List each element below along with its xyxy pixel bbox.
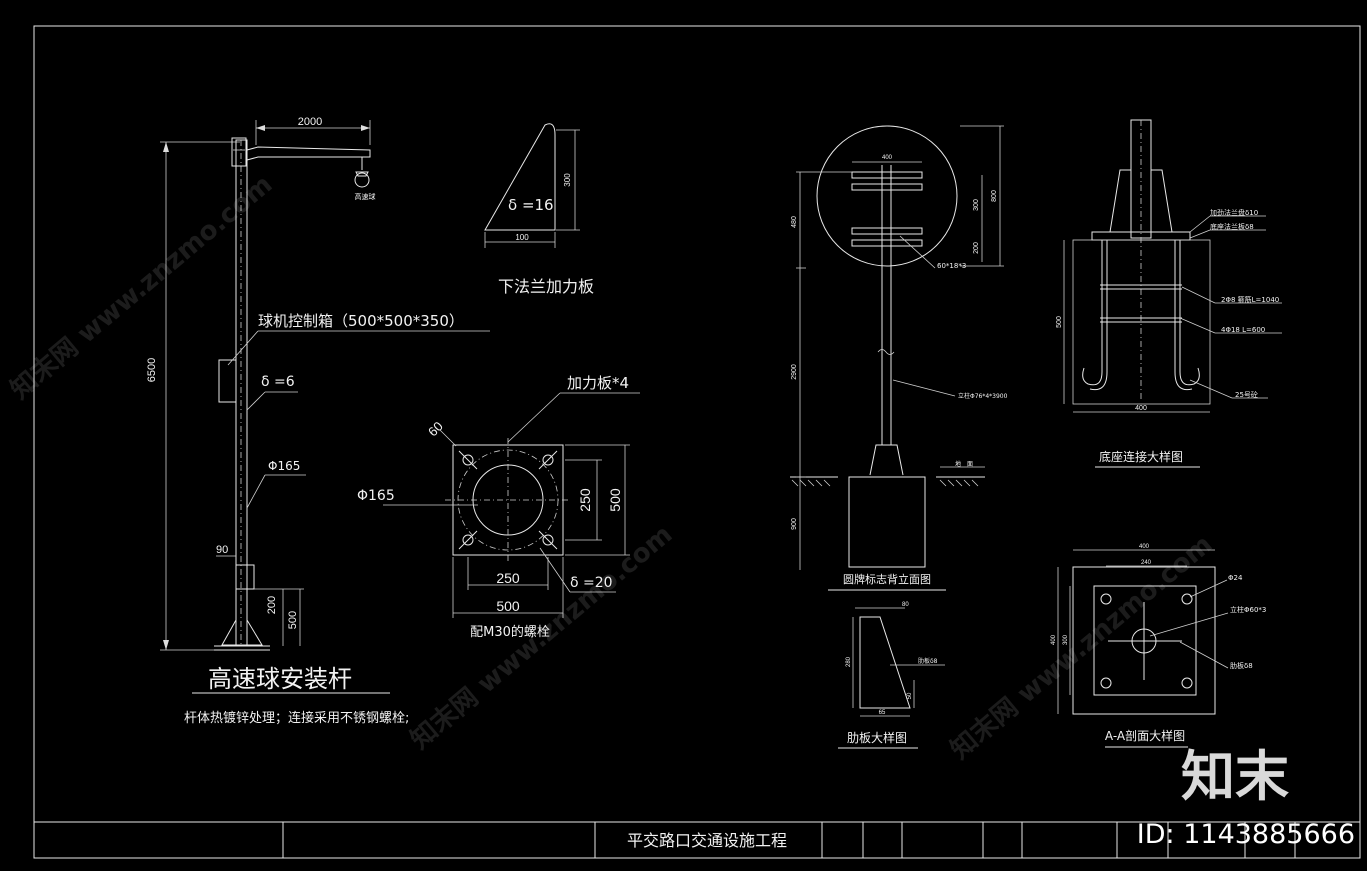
rib-detail-dim-bottom: 65 <box>879 710 886 716</box>
section-dim-400: 400 <box>1139 544 1150 550</box>
pole-title: 高速球安装杆 <box>208 665 352 693</box>
rib-title: 下法兰加力板 <box>498 277 594 296</box>
flange-diameter: Φ165 <box>357 488 395 504</box>
pole-thickness: δ =6 <box>261 374 295 390</box>
section-dim-v300: 300 <box>1063 634 1069 645</box>
dim-arm: 2000 <box>298 116 322 128</box>
section-rib-note: 肋板δ8 <box>1230 661 1253 670</box>
flange-dim-500-v: 500 <box>607 488 623 512</box>
rib-detail-dim-top: 80 <box>902 602 909 608</box>
sign-dim-2900: 2900 <box>791 364 798 380</box>
ground-label: 地 面 <box>955 460 973 468</box>
rib-plate: δ =16 300 100 下法兰加力板 <box>484 123 594 296</box>
flange-thickness: δ =20 <box>570 575 613 591</box>
pole-diameter: Φ165 <box>268 459 300 473</box>
dim-total-height: 6500 <box>146 358 158 382</box>
section-title: A-A剖面大样图 <box>1105 728 1185 743</box>
flange-plate-note: 加劲法兰盘δ10 <box>1210 208 1258 217</box>
pole-elevation: 6500 高速球 2000 球机控制箱（500*500*350） δ =6 <box>146 116 490 726</box>
dim-200: 200 <box>266 596 278 614</box>
section-dim-v400: 400 <box>1051 634 1057 645</box>
drawing-frame <box>33 25 1361 859</box>
section-aa-detail: 400 240 400 300 Φ24 立柱Φ60*3 肋板δ8 A-A剖面大样… <box>1051 544 1266 748</box>
base-connection-detail: 加劲法兰盘δ10 底座法兰板δ8 2Φ8 箍筋L=1040 4Φ18 L=600… <box>1056 119 1282 468</box>
base-title: 底座连接大样图 <box>1099 449 1183 464</box>
base-dim-400: 400 <box>1135 405 1147 412</box>
rib-detail-title: 肋板大样图 <box>847 730 907 745</box>
stiffener-label: 加力板*4 <box>567 374 629 392</box>
camera-label: 高速球 <box>355 192 376 201</box>
rib-detail-note: 肋板δ8 <box>918 657 938 665</box>
sign-dim-480: 480 <box>791 216 798 228</box>
flange-dim-500-h: 500 <box>496 598 520 614</box>
dim-90: 90 <box>216 544 228 556</box>
pole-note: 杆体热镀锌处理；连接采用不锈钢螺栓; <box>184 710 409 726</box>
sign-title: 圆牌标志背立面图 <box>843 572 931 586</box>
flange-plan: 60 加力板*4 Φ165 250 500 250 500 δ =20 配M30… <box>357 374 640 640</box>
camera-icon <box>354 172 370 188</box>
hole-note: Φ24 <box>1228 574 1243 582</box>
rib-detail-dim-height: 280 <box>846 656 852 667</box>
sign-dim-200: 200 <box>973 242 980 254</box>
base-plate-note: 底座法兰板δ8 <box>1210 222 1254 231</box>
anchors-note: 4Φ18 L=600 <box>1221 326 1265 334</box>
sign-dim-900: 900 <box>791 518 798 530</box>
sign-post: 立柱Φ76*4*3900 <box>958 392 1008 400</box>
section-dim-240: 240 <box>1141 560 1152 566</box>
flange-dim-250-h: 250 <box>496 570 520 586</box>
sign-dim-top: 400 <box>882 155 893 161</box>
sign-dim-300: 300 <box>973 199 980 211</box>
round-sign-elevation: 400 800 300 200 480 2900 900 60*18*3 立柱Φ… <box>790 125 1008 591</box>
base-dim-500: 500 <box>1056 316 1063 328</box>
dim-500: 500 <box>287 611 299 629</box>
flange-dim-60: 60 <box>425 418 446 439</box>
section-post-note: 立柱Φ60*3 <box>1230 605 1266 614</box>
project-title: 平交路口交通设施工程 <box>627 831 787 850</box>
watermark-id: ID: 1143885666 <box>1137 819 1355 850</box>
sign-dim-800: 800 <box>991 190 998 202</box>
rib-detail-dim-small: 50 <box>907 692 913 699</box>
control-box-label: 球机控制箱（500*500*350） <box>258 312 464 330</box>
rib-detail: 80 280 65 50 肋板δ8 肋板大样图 <box>838 602 945 749</box>
watermark-layer: 知末网 www.znzmo.com 知末网 www.znzmo.com 知末网 … <box>5 169 1218 765</box>
watermark-text-1: 知末网 www.znzmo.com <box>5 169 278 405</box>
rib-dim-width: 100 <box>515 233 529 242</box>
title-block: 平交路口交通设施工程 <box>34 821 1360 858</box>
rib-dim-height: 300 <box>563 173 572 187</box>
bolt-note: 配M30的螺栓 <box>470 624 550 640</box>
flange-dim-250-v: 250 <box>577 488 593 512</box>
rib-thickness: δ =16 <box>508 196 554 214</box>
bars-note: 2Φ8 箍筋L=1040 <box>1221 295 1279 304</box>
grout-note: 25号砼 <box>1235 390 1258 399</box>
watermark-logo: 知末 <box>1181 745 1289 808</box>
sign-hoop: 60*18*3 <box>937 262 966 270</box>
